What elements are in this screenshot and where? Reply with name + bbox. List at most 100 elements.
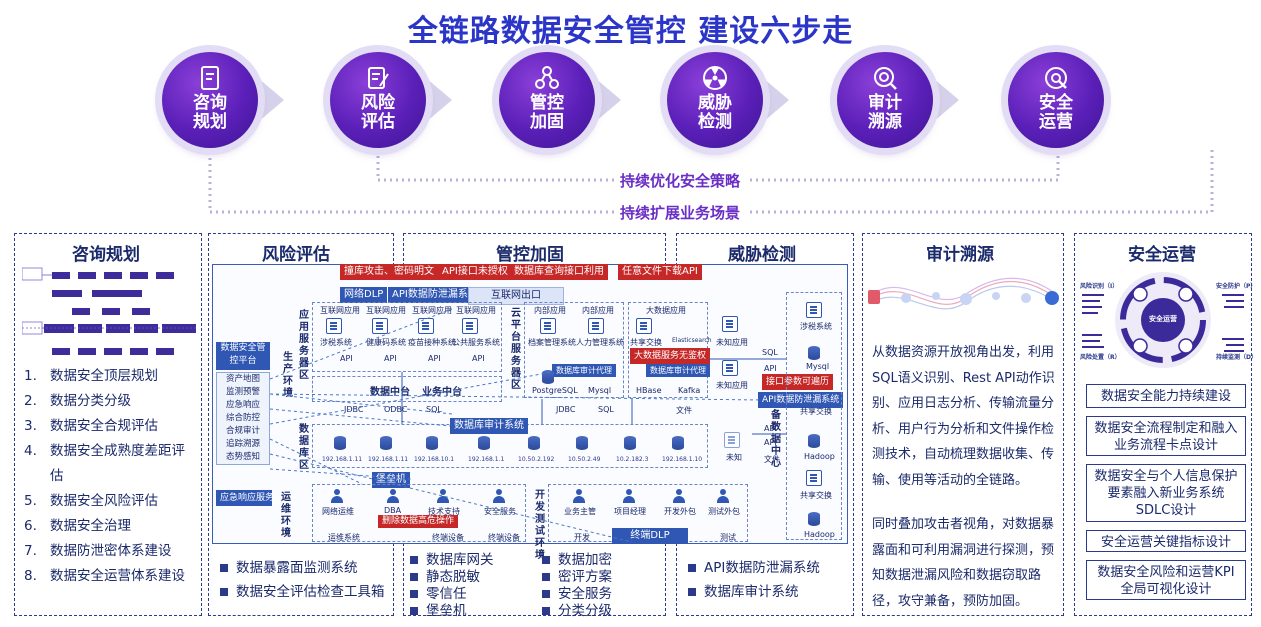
list-item: 静态脱敏: [410, 569, 494, 586]
risk-tag: 删除数据高危操作: [378, 515, 459, 528]
platform-menu-item[interactable]: 应急响应: [225, 400, 260, 410]
step-arrow: [763, 78, 789, 122]
server-icon: [540, 318, 556, 334]
step-risk[interactable]: 风险评估: [330, 52, 426, 148]
operate-box: 数据安全流程制定和融入业务流程卡点设计: [1086, 416, 1246, 456]
control-list-2: 数据加密 密评方案 安全服务 分类分级: [542, 552, 612, 620]
network-nodes-icon: [535, 66, 559, 89]
threat-list: API数据防泄漏系统 数据库审计系统: [688, 556, 820, 604]
loop-outer-label: 持续扩展业务场景: [614, 202, 747, 223]
step-control[interactable]: 管控加固: [499, 52, 595, 148]
risk-list: 数据暴露面监测系统 数据安全评估检查工具箱: [220, 556, 385, 604]
database-icon: [808, 346, 820, 360]
server-icon: [588, 318, 604, 334]
step-consult[interactable]: 咨询规划: [162, 52, 258, 148]
database-icon: [542, 370, 554, 384]
person-icon: [436, 489, 450, 503]
risk-tag: 大数据服务无鉴权: [630, 348, 711, 364]
list-item: API数据防泄漏系统: [688, 556, 820, 580]
ring-label: 持续监测（D）: [1216, 354, 1257, 361]
list-item: 安全服务: [542, 586, 612, 603]
api-dlp-tag: API数据防泄漏系统: [758, 392, 844, 408]
zone-database: 数据库区: [299, 424, 309, 471]
server-icon: [326, 318, 342, 334]
database-icon: [576, 436, 588, 450]
person-icon: [672, 489, 686, 503]
person-icon: [386, 489, 400, 503]
database-icon: [426, 436, 438, 450]
risk-tag: 撞库攻击、密码明文: [340, 264, 438, 280]
database-icon: [624, 436, 636, 450]
zone-ops: 运维环境: [281, 492, 291, 539]
emergency-service-tag: 应急响应服务: [216, 490, 274, 506]
ops-zone: [312, 484, 526, 542]
step-arrow: [426, 78, 452, 122]
person-icon: [622, 489, 636, 503]
step-label: 审计溯源: [868, 93, 902, 132]
database-icon: [380, 436, 392, 450]
server-icon: [418, 318, 434, 334]
terminal-dlp-tag: 终端DLP: [612, 528, 688, 544]
platform-menu-item[interactable]: 综合防控: [225, 413, 260, 423]
mid-platform: [312, 376, 502, 402]
server-icon: [806, 470, 822, 486]
server-icon: [372, 318, 388, 334]
server-icon: [722, 360, 738, 376]
risk-tag: 接口参数可遍历: [762, 374, 834, 390]
database-icon: [334, 436, 346, 450]
person-icon: [572, 489, 586, 503]
audit-paragraph-2: 同时叠加攻击者视角，对数据暴露面和可利用漏洞进行探测，预知数据泄漏风险和数据窃取…: [872, 517, 1055, 609]
list-item: 数据安全评估检查工具箱: [220, 580, 385, 604]
platform-menu-item[interactable]: 追踪溯源: [225, 439, 260, 449]
list-item: 数据库网关: [410, 552, 494, 569]
database-icon: [528, 436, 540, 450]
server-icon: [462, 318, 478, 334]
list-item: 7.数据防泄密体系建设: [24, 543, 172, 559]
server-icon: [636, 318, 652, 334]
step-audit[interactable]: 审计溯源: [837, 52, 933, 148]
database-icon: [808, 434, 820, 448]
edit-list-icon: [368, 67, 389, 89]
step-label: 管控加固: [530, 93, 564, 132]
step-operate[interactable]: 安全运营: [1008, 52, 1104, 148]
operate-cycle-graphic: [1082, 272, 1244, 368]
cloud-zone-internal: [524, 302, 624, 398]
list-item: 8.数据安全运营体系建设: [24, 568, 185, 584]
step-threat[interactable]: 威胁检测: [667, 52, 763, 148]
panel-risk-title: 风险评估: [262, 245, 330, 265]
list-item: 4.数据安全成熟度差距评估: [24, 443, 185, 484]
platform-menu-item[interactable]: 合规审计: [225, 426, 260, 436]
ring-label: 风险识别（I）: [1080, 283, 1119, 290]
list-item: 密评方案: [542, 569, 612, 586]
operate-box: 安全运营关键指标设计: [1086, 530, 1246, 552]
step-label: 安全运营: [1039, 93, 1073, 132]
api-dlp-tag: API数据防泄漏系统: [388, 287, 482, 303]
platform-menu-item[interactable]: 监测预警: [225, 387, 260, 397]
audit-flow-graphic: [868, 277, 1059, 310]
zone-production: 生产环境: [283, 352, 293, 399]
person-icon: [330, 489, 344, 503]
server-icon: [722, 316, 738, 332]
list-item: 数据库审计系统: [688, 580, 820, 604]
step-label: 咨询规划: [193, 93, 227, 132]
platform-menu-item[interactable]: 态势感知: [225, 452, 260, 462]
risk-tag: 任意文件下载API: [618, 264, 702, 280]
radiation-icon: [703, 66, 727, 90]
zone-cloud: 云平台服务器区: [511, 308, 521, 391]
platform-menu-item[interactable]: 资产地图: [225, 374, 260, 384]
step-arrow: [258, 78, 284, 122]
database-icon: [672, 436, 684, 450]
list-item: 6.数据安全治理: [24, 518, 131, 534]
consult-flowchart: [22, 267, 198, 355]
operate-center-label: 安全运营: [1149, 315, 1177, 323]
network-dlp-tag: 网络DLP: [340, 287, 388, 303]
control-list-1: 数据库网关 静态脱敏 零信任 堡垒机: [410, 552, 494, 620]
step-label: 风险评估: [361, 93, 395, 132]
database-icon: [478, 436, 490, 450]
document-icon: [201, 66, 219, 90]
list-item: 数据暴露面监测系统: [220, 556, 385, 580]
diagram-connectors: [269, 308, 786, 543]
list-item: 分类分级: [542, 603, 612, 620]
panel-control-title: 管控加固: [496, 245, 564, 265]
db-audit-agent-tag: 数据库审计代理: [646, 364, 710, 377]
